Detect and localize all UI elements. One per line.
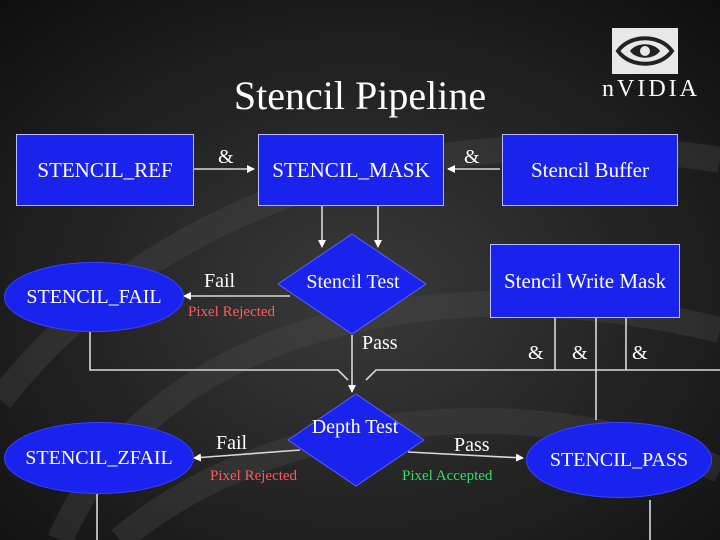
- stencil-mask-box: STENCIL_MASK: [258, 134, 444, 206]
- stencil-test-diamond: [276, 232, 428, 336]
- stencil-buffer-label: Stencil Buffer: [530, 157, 649, 182]
- stencil-write-mask-label: Stencil Write Mask: [503, 268, 667, 293]
- stencil-buffer-box: Stencil Buffer: [502, 134, 678, 206]
- stencil-write-mask-box: Stencil Write Mask: [490, 244, 680, 318]
- stencil-pass-node: STENCIL_PASS: [526, 422, 712, 498]
- depth-test-label: Depth Test: [311, 416, 399, 438]
- depth-pass-text: Pass: [454, 434, 490, 456]
- stencil-pass-label: STENCIL_PASS: [549, 448, 689, 471]
- and-operator-ref-mask: &: [218, 146, 234, 168]
- stencil-ref-box: STENCIL_REF: [16, 134, 194, 206]
- depth-fail-text: Fail: [216, 432, 248, 454]
- stencil-ref-label: STENCIL_REF: [37, 157, 173, 182]
- depth-pixel-rejected: Pixel Rejected: [210, 468, 298, 484]
- stencil-fail-label: STENCIL_FAIL: [26, 285, 162, 308]
- stencil-test-label: Stencil Test: [306, 271, 400, 293]
- depth-pixel-accepted: Pixel Accepted: [402, 468, 493, 484]
- page-title: Stencil Pipeline: [233, 73, 487, 118]
- depth-test-diamond: [286, 392, 426, 488]
- stencil-mask-label: STENCIL_MASK: [272, 157, 430, 182]
- stencil-pass-text: Pass: [362, 332, 398, 354]
- stencil-zfail-node: STENCIL_ZFAIL: [4, 422, 194, 494]
- stencil-fail-text: Fail: [204, 270, 236, 292]
- stencil-pixel-rejected: Pixel Rejected: [188, 304, 276, 320]
- nvidia-eye-icon: [612, 28, 678, 74]
- and-operator-3: &: [632, 342, 648, 364]
- and-operator-1: &: [528, 342, 544, 364]
- and-operator-2: &: [572, 342, 588, 364]
- stencil-zfail-label: STENCIL_ZFAIL: [25, 446, 173, 469]
- nvidia-logo-text: nVIDIA: [602, 76, 700, 102]
- and-operator-mask-buffer: &: [464, 146, 480, 168]
- stencil-fail-node: STENCIL_FAIL: [4, 262, 184, 332]
